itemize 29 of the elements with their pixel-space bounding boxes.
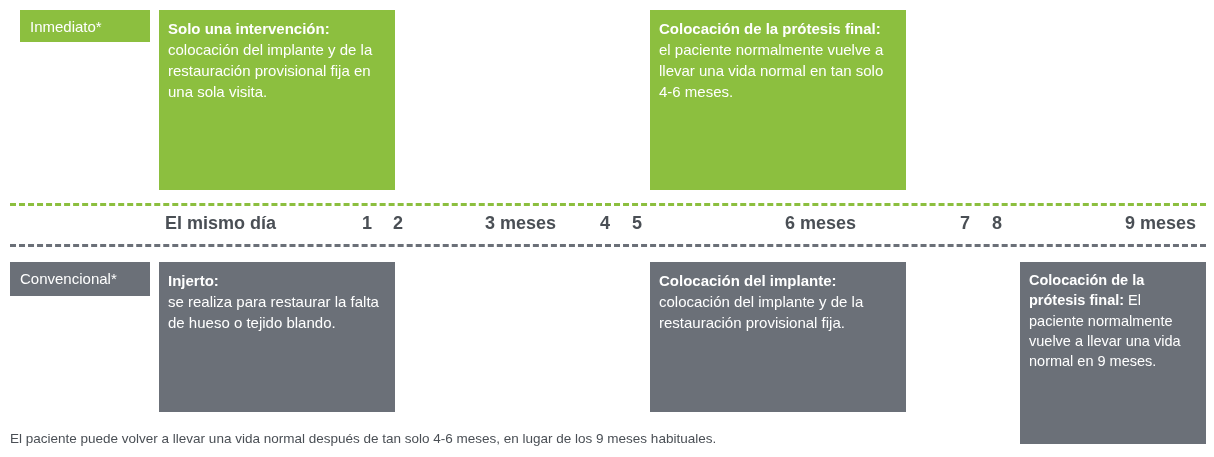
timeline-label: 5 [632, 213, 642, 234]
timeline-label: 3 meses [485, 213, 557, 234]
timeline-label: 2 [393, 213, 403, 234]
timeline-label: 7 [960, 213, 970, 234]
timeline-label: 8 [992, 213, 1002, 234]
phase-description: colocación del implante y de la restauración provisional fija. [659, 292, 865, 333]
timeline-label: 4 [600, 213, 610, 234]
phase-description: se realiza para restaurar la falta de hueso o tejido blando. [168, 292, 380, 333]
phase-description: el paciente normalmente vuelve a llevar una vida normal en tan solo 4-6 meses. [659, 40, 885, 102]
phase-heading: Colocación de la prótesis final: [659, 19, 882, 39]
phase-box [1020, 262, 1206, 444]
phase-box [159, 262, 395, 412]
timeline-label: 1 [362, 213, 372, 234]
category-label: Inmediato* [30, 17, 103, 37]
phase-description: colocación del implante y de la restauración provisional fija en una sola visita. [168, 40, 374, 102]
phase-box [159, 10, 395, 190]
footnote: El paciente puede volver a llevar una vida normal después de tan solo 4-6 meses, en lugar de los 9 meses habituales. [10, 431, 717, 446]
timeline-label: 9 meses [1125, 213, 1197, 234]
phase-box [650, 262, 906, 412]
phase-box [650, 10, 906, 190]
phase-heading: Colocación del implante: [659, 271, 838, 291]
category-tag [20, 10, 150, 42]
phase-heading: Solo una intervención: [168, 19, 331, 39]
phase-text: Colocación de la prótesis final: El paciente normalmente vuelve a llevar una vida normal en 9 meses. [1029, 271, 1182, 372]
timeline-label: El mismo día [165, 213, 277, 234]
category-label: Convencional* [20, 269, 118, 289]
category-tag [10, 262, 150, 296]
timeline-label: 6 meses [785, 213, 857, 234]
phase-heading: Injerto: [168, 271, 220, 291]
